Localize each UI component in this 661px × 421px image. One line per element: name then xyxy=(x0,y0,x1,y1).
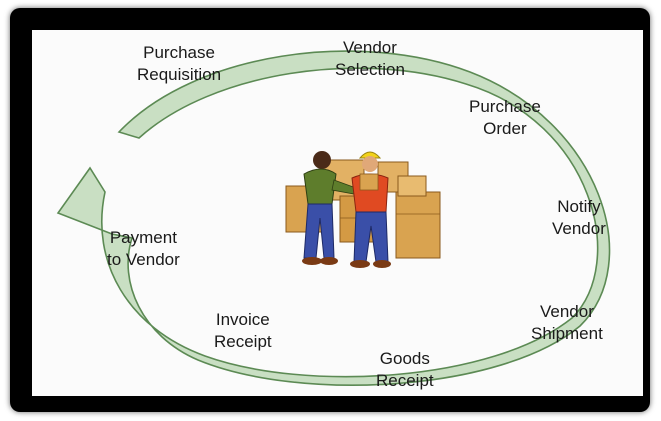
step-invoice-receipt: Invoice Receipt xyxy=(214,310,272,351)
step-notify-vendor: Notify Vendor xyxy=(552,197,606,238)
step-goods-receipt: Goods Receipt xyxy=(376,349,434,390)
step-purchase-order: Purchase Order xyxy=(469,97,541,138)
step-purchase-requisition: Purchase Requisition xyxy=(137,43,222,84)
cycle-arrow xyxy=(56,50,611,386)
workers-handing-package-icon xyxy=(285,151,441,268)
diagram-canvas xyxy=(32,30,643,396)
step-vendor-selection: Vendor Selection xyxy=(335,38,405,79)
step-vendor-shipment: Vendor Shipment xyxy=(531,302,603,343)
step-payment-to-vendor: Payment to Vendor xyxy=(107,228,180,269)
